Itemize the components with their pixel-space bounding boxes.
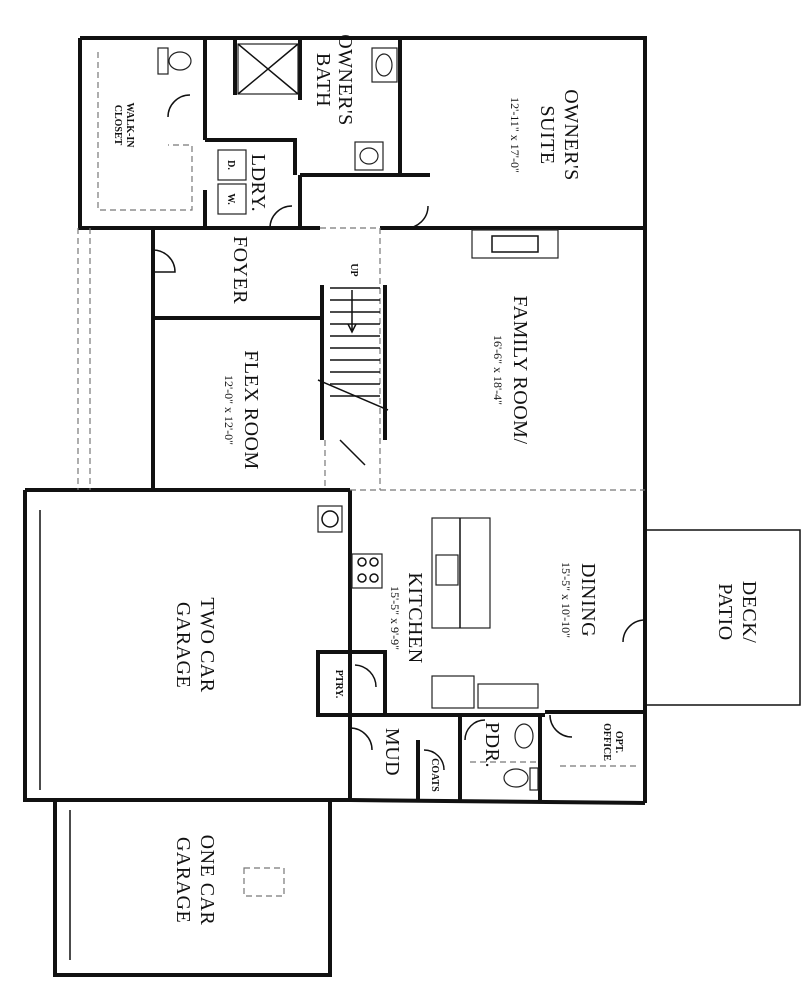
flex-room-title: FLEX ROOM (240, 350, 262, 470)
laundry-label: LDRY. (247, 154, 269, 212)
kitchen-title: KITCHEN (404, 572, 426, 663)
deck-patio-line2: PATIO (714, 583, 736, 640)
exterior-walls (23, 36, 647, 977)
pantry-label: PTRY. (333, 670, 344, 699)
coats-label: COATS (429, 758, 440, 792)
owners-suite-title-line1: OWNER'S (560, 89, 582, 181)
doors (152, 94, 646, 771)
owners-bath-title-line2: BATH (312, 53, 334, 107)
family-room-title: FAMILY ROOM/ (509, 295, 531, 444)
interior-walls (153, 38, 645, 800)
stairs (317, 287, 389, 466)
dashed-openings (77, 52, 645, 767)
two-car-garage-line1: TWO CAR (196, 597, 218, 692)
kitchen-dims: 15'-5" x 9'-9" (388, 586, 402, 650)
dining-dims: 15'-5" x 10'-10" (559, 562, 573, 638)
walk-in-closet-line1: WALK-IN (124, 102, 135, 148)
one-car-garage-line1: ONE CAR (196, 835, 218, 926)
deck-patio-line1: DECK/ (738, 581, 760, 644)
foyer-label: FOYER (229, 236, 251, 304)
one-car-garage-line2: GARAGE (172, 837, 194, 923)
two-car-garage-line2: GARAGE (172, 602, 194, 688)
opt-office-line2: OFFICE (601, 723, 612, 761)
flex-room-dims: 12'-0" x 12'-0" (222, 375, 236, 445)
stairs-up-label: UP (348, 263, 359, 276)
washer-label: W. (225, 193, 236, 205)
family-room-dims: 16'-6" x 18'-4" (491, 335, 505, 405)
deck-patio-outline (645, 529, 801, 706)
kitchen-fixtures (317, 505, 539, 709)
family-room-fireplace (471, 229, 559, 259)
owners-suite-title-line2: SUITE (536, 105, 558, 164)
dining-title: DINING (577, 563, 599, 637)
walk-in-closet-line2: CLOSET (112, 105, 123, 146)
owners-suite-dims: 12'-11" x 17'-0" (508, 97, 522, 173)
powder-label: PDR. (481, 722, 503, 768)
mud-label: MUD (381, 728, 403, 776)
powder-fixtures (503, 723, 539, 791)
dryer-label: D. (225, 160, 236, 170)
owners-bath-fixtures (157, 43, 398, 215)
garage-door-outline (39, 510, 285, 960)
opt-office-line1: OPT. (613, 731, 624, 754)
owners-bath-title-line1: OWNER'S (334, 34, 356, 126)
